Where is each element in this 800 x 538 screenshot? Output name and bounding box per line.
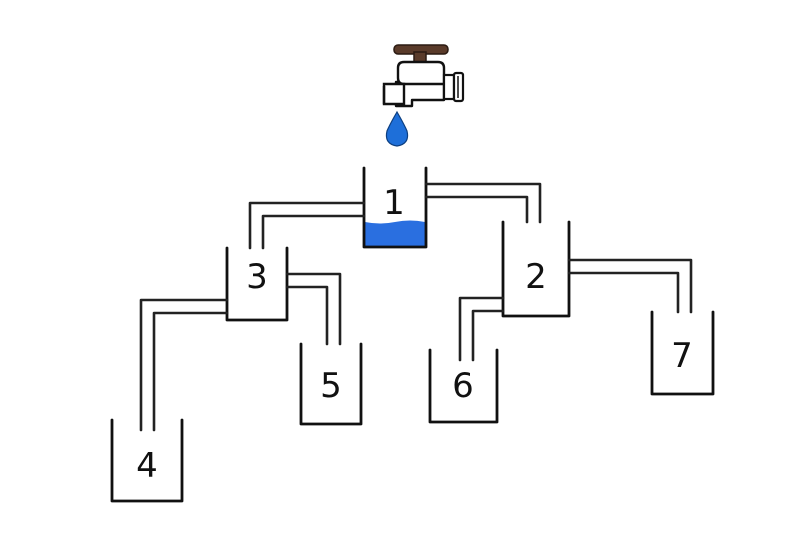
label-1: 1: [383, 183, 405, 223]
container-3: 3: [225, 246, 289, 322]
water-drop-icon: [385, 110, 409, 147]
pipes-3-to-4: [139, 298, 229, 432]
pipes-1-to-3: [248, 201, 366, 250]
label-4: 4: [136, 446, 158, 486]
pipes-2-to-7: [567, 258, 693, 314]
container-1: 1: [362, 166, 428, 249]
pipes-1-to-2: [424, 182, 542, 224]
container-7: 7: [650, 310, 715, 396]
container-5: 5: [299, 342, 363, 426]
container-2: 2: [501, 220, 571, 318]
container-6: 6: [428, 348, 499, 424]
label-2: 2: [525, 257, 547, 297]
pipes-2-to-6: [458, 296, 505, 362]
water-fill: [365, 220, 425, 246]
label-7: 7: [671, 336, 693, 376]
label-6: 6: [452, 366, 474, 406]
container-4: 4: [110, 418, 184, 503]
label-3: 3: [246, 257, 268, 297]
pipes-3-to-5: [285, 272, 342, 346]
label-5: 5: [320, 366, 342, 406]
water-tap-icon: [382, 44, 465, 108]
